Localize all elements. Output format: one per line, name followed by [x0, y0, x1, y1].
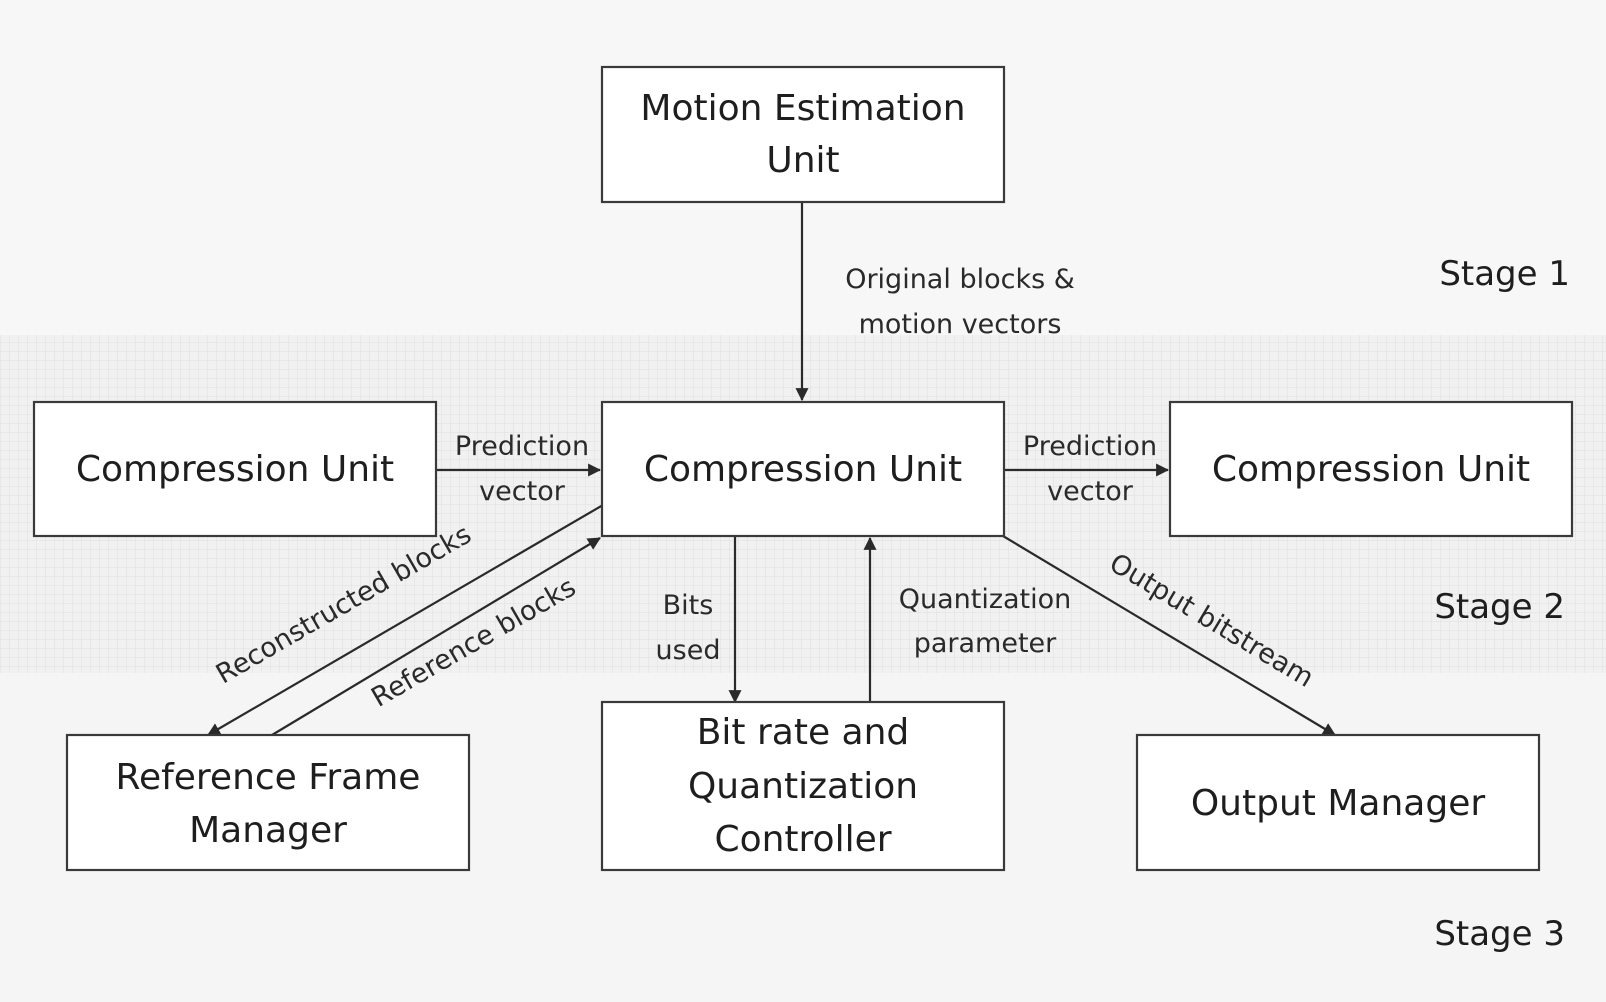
svg-text:Bit rate and: Bit rate and	[697, 712, 910, 753]
svg-text:Compression Unit: Compression Unit	[1212, 449, 1530, 490]
svg-text:vector: vector	[1047, 476, 1134, 507]
stage-3-label: Stage 3	[1434, 914, 1565, 954]
svg-text:Quantization: Quantization	[899, 584, 1072, 615]
svg-text:Prediction: Prediction	[455, 431, 589, 462]
svg-text:motion vectors: motion vectors	[859, 309, 1062, 340]
quantization-parameter-label: Quantization parameter	[899, 584, 1072, 659]
svg-text:Unit: Unit	[766, 140, 839, 181]
prediction-left-label: Prediction vector	[455, 431, 589, 507]
stage-2-label: Stage 2	[1434, 587, 1565, 627]
svg-text:Compression Unit: Compression Unit	[644, 449, 962, 490]
compression-unit-right-box: Compression Unit	[1168, 400, 1574, 538]
original-blocks-label: Original blocks & motion vectors	[845, 264, 1075, 340]
svg-text:Prediction: Prediction	[1023, 431, 1157, 462]
svg-text:Reference Frame: Reference Frame	[116, 757, 421, 798]
motion-estimation-unit-box: Motion Estimation Unit	[600, 65, 1006, 204]
compression-unit-center-box: Compression Unit	[600, 400, 1006, 538]
output-bitstream-arrow	[1002, 535, 1336, 736]
svg-text:Output Manager: Output Manager	[1191, 783, 1485, 824]
bits-used-label: Bits used	[656, 590, 721, 666]
prediction-right-label: Prediction vector	[1023, 431, 1157, 507]
svg-text:Manager: Manager	[189, 810, 347, 851]
svg-text:parameter: parameter	[914, 628, 1057, 659]
svg-text:Motion Estimation: Motion Estimation	[640, 88, 965, 129]
bitrate-quantization-controller-box: Bit rate and Quantization Controller	[600, 700, 1006, 872]
reference-frame-manager-box: Reference Frame Manager	[65, 733, 471, 872]
svg-text:Quantization: Quantization	[688, 766, 918, 807]
svg-text:Bits: Bits	[663, 590, 714, 621]
svg-text:vector: vector	[479, 476, 566, 507]
stage-1-label: Stage 1	[1439, 254, 1570, 294]
reference-blocks-arrow	[271, 537, 601, 736]
svg-text:used: used	[656, 635, 721, 666]
svg-text:Compression Unit: Compression Unit	[76, 449, 394, 490]
compression-unit-left-box: Compression Unit	[32, 400, 438, 538]
svg-text:Controller: Controller	[714, 819, 891, 860]
reconstructed-blocks-arrow	[207, 504, 604, 736]
svg-text:Original blocks &: Original blocks &	[845, 264, 1075, 295]
output-manager-box: Output Manager	[1135, 733, 1541, 872]
